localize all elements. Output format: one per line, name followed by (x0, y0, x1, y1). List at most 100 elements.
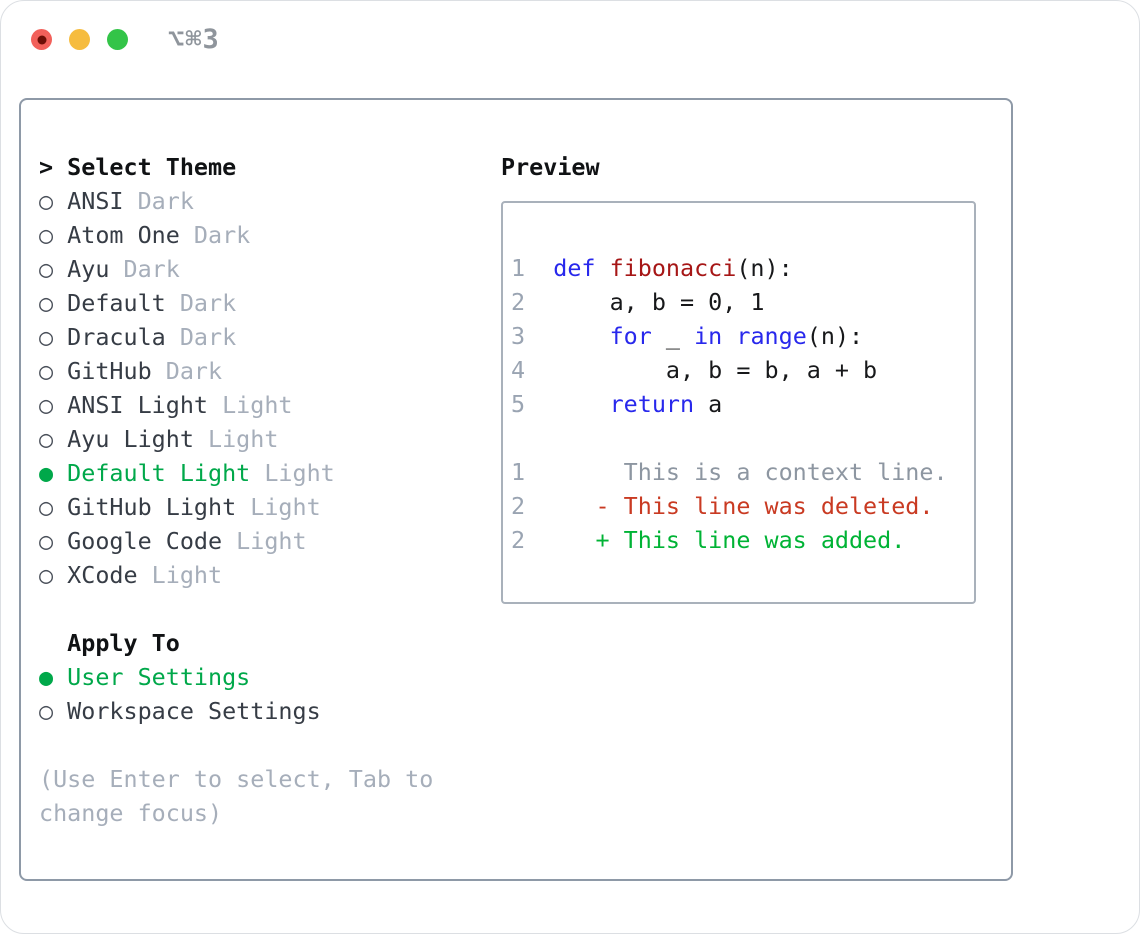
theme-list: ○ ANSI Dark○ Atom One Dark○ Ayu Dark○ De… (39, 184, 501, 592)
minimize-button[interactable] (69, 29, 90, 50)
theme-option-ayu[interactable]: ○ Ayu Dark (39, 252, 501, 286)
theme-option-label: ANSI Light (67, 391, 208, 419)
apply-to-list: ● User Settings○ Workspace Settings (39, 660, 501, 728)
code-token-kw: def (553, 254, 596, 282)
radio-icon: ○ (39, 425, 68, 453)
code-token-ctx: This is a context line. (553, 458, 948, 486)
select-theme-heading: > Select Theme (39, 150, 501, 184)
code-token-kw: range (736, 322, 807, 350)
help-text: (Use Enter to select, Tab to change focu… (39, 762, 501, 830)
theme-option-label: Default Light (67, 459, 251, 487)
theme-option-ansi-light[interactable]: ○ ANSI Light Light (39, 388, 501, 422)
code-token-kw: return (609, 390, 695, 418)
code-token-num: 5 (511, 390, 554, 418)
theme-option-label: Ayu (67, 255, 110, 283)
theme-option-ansi[interactable]: ○ ANSI Dark (39, 184, 501, 218)
code-token-pl: _ (651, 322, 695, 350)
code-token-pl: a, b = b, a + b (553, 356, 878, 384)
code-token-pl (722, 322, 736, 350)
code-token-num: 1 (511, 458, 554, 486)
apply-option-label: User Settings (67, 663, 251, 691)
theme-selector-column: > Select Theme ○ ANSI Dark○ Atom One Dar… (39, 150, 501, 830)
theme-variant-label: Light (193, 425, 279, 453)
theme-option-xcode[interactable]: ○ XCode Light (39, 558, 501, 592)
code-line (511, 421, 974, 455)
radio-icon: ○ (39, 357, 68, 385)
apply-to-heading-label: Apply To (67, 629, 180, 657)
code-token-pl: a (694, 390, 723, 418)
apply-option-workspace-settings[interactable]: ○ Workspace Settings (39, 694, 501, 728)
theme-variant-label: Dark (165, 289, 237, 317)
code-token-pl: (n): (736, 254, 793, 282)
close-button[interactable] (31, 29, 52, 50)
code-token-num: 1 (511, 254, 554, 282)
code-line: 2 + This line was added. (511, 523, 974, 557)
code-token-num: 2 (511, 492, 554, 520)
code-token-pl (553, 390, 609, 418)
radio-icon: ○ (39, 255, 68, 283)
radio-icon: ○ (39, 323, 68, 351)
radio-icon: ○ (39, 527, 68, 555)
theme-variant-label: Dark (179, 221, 251, 249)
code-line: 1 def fibonacci(n): (511, 251, 974, 285)
code-token-num: 3 (511, 322, 554, 350)
theme-option-label: ANSI (67, 187, 124, 215)
radio-selected-icon: ● (39, 663, 68, 691)
zoom-button[interactable] (107, 29, 128, 50)
radio-icon: ○ (39, 221, 68, 249)
code-token-add: + This line was added. (553, 526, 906, 554)
code-line: 2 a, b = 0, 1 (511, 285, 974, 319)
apply-option-label: Workspace Settings (67, 697, 321, 725)
theme-variant-label: Light (208, 391, 293, 419)
theme-variant-label: Dark (165, 323, 237, 351)
theme-option-ayu-light[interactable]: ○ Ayu Light Light (39, 422, 501, 456)
theme-variant-label: Light (222, 527, 307, 555)
theme-variant-label: Light (250, 459, 335, 487)
theme-option-atom-one[interactable]: ○ Atom One Dark (39, 218, 501, 252)
theme-variant-label: Dark (151, 357, 223, 385)
theme-option-label: GitHub (67, 357, 152, 385)
window-titlebar: ⌥⌘3 (31, 21, 220, 58)
theme-option-label: XCode (67, 561, 138, 589)
code-token-del: - This line was deleted. (553, 492, 934, 520)
theme-option-label: Default (67, 289, 166, 317)
radio-icon: ○ (39, 187, 68, 215)
apply-to-heading: Apply To (39, 626, 501, 660)
apply-option-user-settings[interactable]: ● User Settings (39, 660, 501, 694)
theme-option-dracula[interactable]: ○ Dracula Dark (39, 320, 501, 354)
theme-option-label: Google Code (67, 527, 223, 555)
theme-option-github-light[interactable]: ○ GitHub Light Light (39, 490, 501, 524)
code-token-pl (553, 322, 609, 350)
theme-option-default[interactable]: ○ Default Dark (39, 286, 501, 320)
radio-icon: ○ (39, 561, 68, 589)
code-line: 5 return a (511, 387, 974, 421)
code-line: 3 for _ in range(n): (511, 319, 974, 353)
code-line: 2 - This line was deleted. (511, 489, 974, 523)
theme-option-label: GitHub Light (67, 493, 237, 521)
code-line: 1 This is a context line. (511, 455, 974, 489)
help-text-line: (Use Enter to select, Tab to (39, 765, 434, 793)
theme-option-google-code[interactable]: ○ Google Code Light (39, 524, 501, 558)
preview-heading: Preview (501, 153, 600, 181)
radio-selected-icon: ● (39, 459, 68, 487)
theme-option-label: Dracula (67, 323, 166, 351)
theme-option-label: Atom One (67, 221, 180, 249)
theme-picker-panel: > Select Theme ○ ANSI Dark○ Atom One Dar… (19, 98, 1013, 881)
theme-option-label: Ayu Light (67, 425, 194, 453)
radio-icon: ○ (39, 493, 68, 521)
code-token-pl (596, 254, 610, 282)
help-text-line: change focus) (39, 799, 223, 827)
theme-option-default-light[interactable]: ● Default Light Light (39, 456, 501, 490)
code-token-pl: (n): (806, 322, 864, 350)
code-token-pl: a, b = 0, 1 (553, 288, 765, 316)
theme-variant-label: Light (137, 561, 223, 589)
code-token-num: 2 (511, 526, 554, 554)
radio-icon: ○ (39, 391, 68, 419)
theme-option-github[interactable]: ○ GitHub Dark (39, 354, 501, 388)
apply-to-section: Apply To ● User Settings○ Workspace Sett… (39, 626, 501, 728)
code-token-kw: for (609, 322, 652, 350)
code-token-num: 4 (511, 356, 554, 384)
code-line: 4 a, b = b, a + b (511, 353, 974, 387)
